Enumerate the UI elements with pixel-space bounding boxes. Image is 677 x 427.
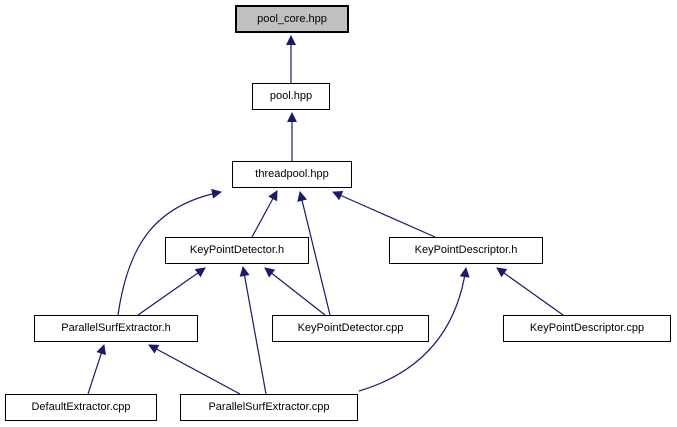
node-pool_hpp[interactable]: pool.hpp [252, 83, 330, 110]
node-keypointdescriptor_h[interactable]: KeyPointDescriptor.h [389, 237, 543, 264]
edge-parallelsurfextractor_cpp-to-parallelsurfextractor_h [148, 344, 241, 395]
node-defaultextractor_cpp[interactable]: DefaultExtractor.cpp [5, 394, 157, 421]
edge-parallelsurfextractor_cpp-to-keypointdescriptor_h [358, 267, 470, 392]
node-parallelsurfextractor_cpp[interactable]: ParallelSurfExtractor.cpp [180, 394, 358, 421]
edge-parallelsurfextractor_cpp-to-keypointdetector_h [239, 266, 267, 395]
edge-keypointdescriptor_h-to-threadpool_hpp [332, 191, 436, 238]
node-label-parallelsurfextractor_h: ParallelSurfExtractor.h [61, 322, 171, 334]
node-keypointdescriptor_cpp[interactable]: KeyPointDescriptor.cpp [503, 315, 671, 342]
edge-keypointdetector_cpp-to-keypointdetector_h [264, 267, 326, 316]
edge-keypointdetector_cpp-to-threadpool_hpp [297, 191, 331, 316]
node-label-keypointdescriptor_cpp: KeyPointDescriptor.cpp [529, 322, 645, 334]
node-keypointdetector_h[interactable]: KeyPointDetector.h [165, 237, 309, 264]
node-label-defaultextractor_cpp: DefaultExtractor.cpp [31, 401, 131, 413]
edge-parallelsurfextractor_h-to-threadpool_hpp [117, 188, 222, 316]
node-label-keypointdetector_cpp: KeyPointDetector.cpp [297, 322, 404, 334]
node-label-threadpool_hpp: threadpool.hpp [255, 168, 329, 180]
node-parallelsurfextractor_h[interactable]: ParallelSurfExtractor.h [34, 315, 198, 342]
node-label-keypointdescriptor_h: KeyPointDescriptor.h [414, 244, 518, 256]
edge-keypointdescriptor_cpp-to-keypointdescriptor_h [496, 267, 564, 316]
node-label-pool_core_hpp: pool_core.hpp [257, 12, 327, 25]
node-label-keypointdetector_h: KeyPointDetector.h [189, 244, 285, 256]
node-threadpool_hpp[interactable]: threadpool.hpp [232, 161, 352, 188]
node-label-parallelsurfextractor_cpp: ParallelSurfExtractor.cpp [208, 401, 330, 413]
node-label-pool_hpp: pool.hpp [269, 90, 313, 102]
node-pool_core_hpp[interactable]: pool_core.hpp [235, 5, 349, 33]
edge-keypointdetector_h-to-threadpool_hpp [251, 190, 278, 238]
edge-parallelsurfextractor_h-to-keypointdetector_h [137, 267, 206, 316]
edge-defaultextractor_cpp-to-parallelsurfextractor_h [87, 344, 106, 395]
node-keypointdetector_cpp[interactable]: KeyPointDetector.cpp [272, 315, 429, 342]
